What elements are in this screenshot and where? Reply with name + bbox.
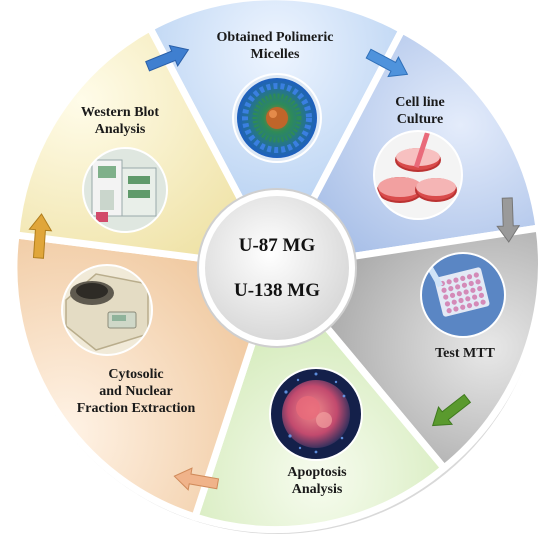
label-western-line-1: Western Blot — [80, 105, 160, 120]
label-apoptosis-line-2: Analysis — [291, 482, 343, 497]
arrow-to-apoptosis — [431, 393, 472, 427]
label-fraction-line-1: Cytosolic — [108, 367, 164, 382]
arrow-to-micelles — [145, 44, 190, 72]
western-blot-apparatus-icon — [83, 148, 167, 232]
center-label-1: U-87 MG — [238, 235, 316, 256]
arrow-to-fraction — [173, 467, 220, 491]
label-mtt-line-1: Test MTT — [435, 346, 495, 361]
label-fraction-line-2: and Nuclear — [99, 384, 173, 399]
label-fraction-line-3: Fraction Extraction — [76, 401, 196, 416]
label-micelles-line-1: Obtained Polimeric — [216, 30, 334, 45]
segment-western — [12, 23, 284, 273]
arrow-to-mtt — [496, 197, 521, 243]
label-fraction: Cytosolic and Nuclear Fraction Extractio… — [54, 366, 218, 417]
label-mtt: Test MTT — [420, 345, 510, 362]
center-label-2: U-138 MG — [233, 280, 320, 301]
centrifuge-icon — [62, 265, 152, 355]
label-western-line-2: Analysis — [94, 122, 146, 137]
label-culture: Cell line Culture — [380, 94, 460, 128]
polymeric-micelle-icon — [233, 74, 321, 162]
label-culture-line-1: Cell line — [395, 95, 445, 110]
label-culture-line-2: Culture — [396, 112, 444, 127]
apoptotic-cell-icon — [270, 368, 362, 460]
label-micelles-line-2: Micelles — [250, 47, 300, 62]
arrow-to-culture — [365, 48, 409, 78]
label-micelles: Obtained Polimeric Micelles — [190, 29, 360, 63]
arrow-to-western — [28, 213, 53, 259]
label-apoptosis-line-1: Apoptosis — [287, 465, 347, 480]
well-plate-icon — [421, 253, 505, 337]
petri-dish-icon — [374, 131, 462, 219]
center-disk — [205, 196, 349, 340]
label-apoptosis: Apoptosis Analysis — [262, 464, 372, 498]
label-western: Western Blot Analysis — [60, 104, 180, 138]
